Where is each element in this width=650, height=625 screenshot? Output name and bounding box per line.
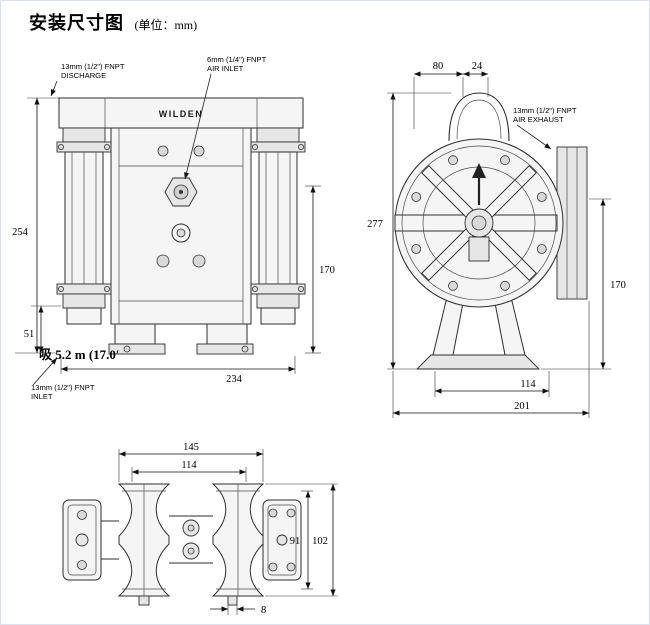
dim-114-bottom: 114 bbox=[181, 460, 197, 471]
dim-8: 8 bbox=[261, 605, 266, 616]
dim-inner-width-bottom: 114 bbox=[131, 460, 247, 482]
dim-air-inlet-height: 170 bbox=[305, 185, 335, 354]
dim-overall-height-front: 254 bbox=[12, 97, 59, 354]
dim-145: 145 bbox=[183, 442, 199, 453]
air-inlet-label-line1: 6mm (1/4") FNPT bbox=[207, 55, 267, 64]
dim-exhaust-height: 170 bbox=[541, 198, 626, 370]
front-view: WILDEN bbox=[12, 55, 335, 401]
dim-234: 234 bbox=[226, 374, 243, 385]
dim-top-widths: 80 24 bbox=[413, 61, 489, 129]
dim-outer-width-bottom: 145 bbox=[118, 442, 264, 482]
flow-direction-arrow bbox=[472, 163, 486, 178]
air-exhaust-label-line2: AIR EXHAUST bbox=[513, 115, 564, 124]
dim-overall-height-side: 277 bbox=[367, 92, 451, 370]
dim-inner-depth-bottom: 91 bbox=[290, 490, 313, 590]
dim-102: 102 bbox=[312, 536, 328, 547]
inlet-callout: 13mm (1/2") FNPT INLET bbox=[31, 357, 95, 401]
page-title-row: 安装尺寸图 (单位：mm) bbox=[29, 9, 197, 35]
dim-277: 277 bbox=[367, 219, 383, 230]
brand-text: WILDEN bbox=[159, 109, 204, 119]
dim-201: 201 bbox=[514, 401, 530, 412]
dim-overall-depth: 201 bbox=[392, 301, 590, 418]
air-exhaust-callout: 13mm (1/2") FNPT AIR EXHAUST bbox=[513, 106, 577, 150]
pump-side-drawing bbox=[394, 92, 588, 370]
dim-170-front: 170 bbox=[319, 265, 335, 276]
dim-foot-width: 8 bbox=[210, 599, 266, 616]
discharge-callout: 13mm (1/2") FNPT DISCHARGE bbox=[50, 62, 125, 97]
discharge-label-line1: 13mm (1/2") FNPT bbox=[61, 62, 125, 71]
dim-foot-spacing: 114 bbox=[434, 371, 550, 397]
dim-170-side: 170 bbox=[610, 280, 626, 291]
unit-note: (单位：mm) bbox=[134, 18, 198, 32]
pump-front-drawing: WILDEN bbox=[56, 97, 306, 355]
inlet-label-line1: 13mm (1/2") FNPT bbox=[31, 383, 95, 392]
dim-51: 51 bbox=[24, 329, 35, 340]
air-exhaust-label-line1: 13mm (1/2") FNPT bbox=[513, 106, 577, 115]
inlet-label-line2: INLET bbox=[31, 392, 53, 401]
dim-24: 24 bbox=[472, 61, 483, 72]
page-title: 安装尺寸图 bbox=[29, 13, 124, 33]
side-view: 13mm (1/2") FNPT AIR EXHAUST 80 24 277 bbox=[367, 61, 626, 418]
bottom-view: 145 114 91 102 bbox=[62, 442, 338, 616]
dim-outer-depth-bottom: 102 bbox=[265, 483, 338, 597]
dim-inlet-height: 51 bbox=[24, 305, 61, 353]
pump-bottom-drawing bbox=[62, 483, 302, 606]
dim-overall-width-front: 234 bbox=[60, 356, 296, 385]
dim-91: 91 bbox=[290, 536, 301, 547]
discharge-label-line2: DISCHARGE bbox=[61, 71, 106, 80]
dim-254: 254 bbox=[12, 227, 29, 238]
dim-80: 80 bbox=[433, 61, 444, 72]
dim-114-side: 114 bbox=[520, 379, 536, 390]
suction-note: 吸 5.2 m (17.0′ bbox=[39, 347, 120, 362]
air-inlet-callout: 6mm (1/4") FNPT AIR INLET bbox=[184, 55, 267, 180]
air-inlet-label-line2: AIR INLET bbox=[207, 64, 244, 73]
